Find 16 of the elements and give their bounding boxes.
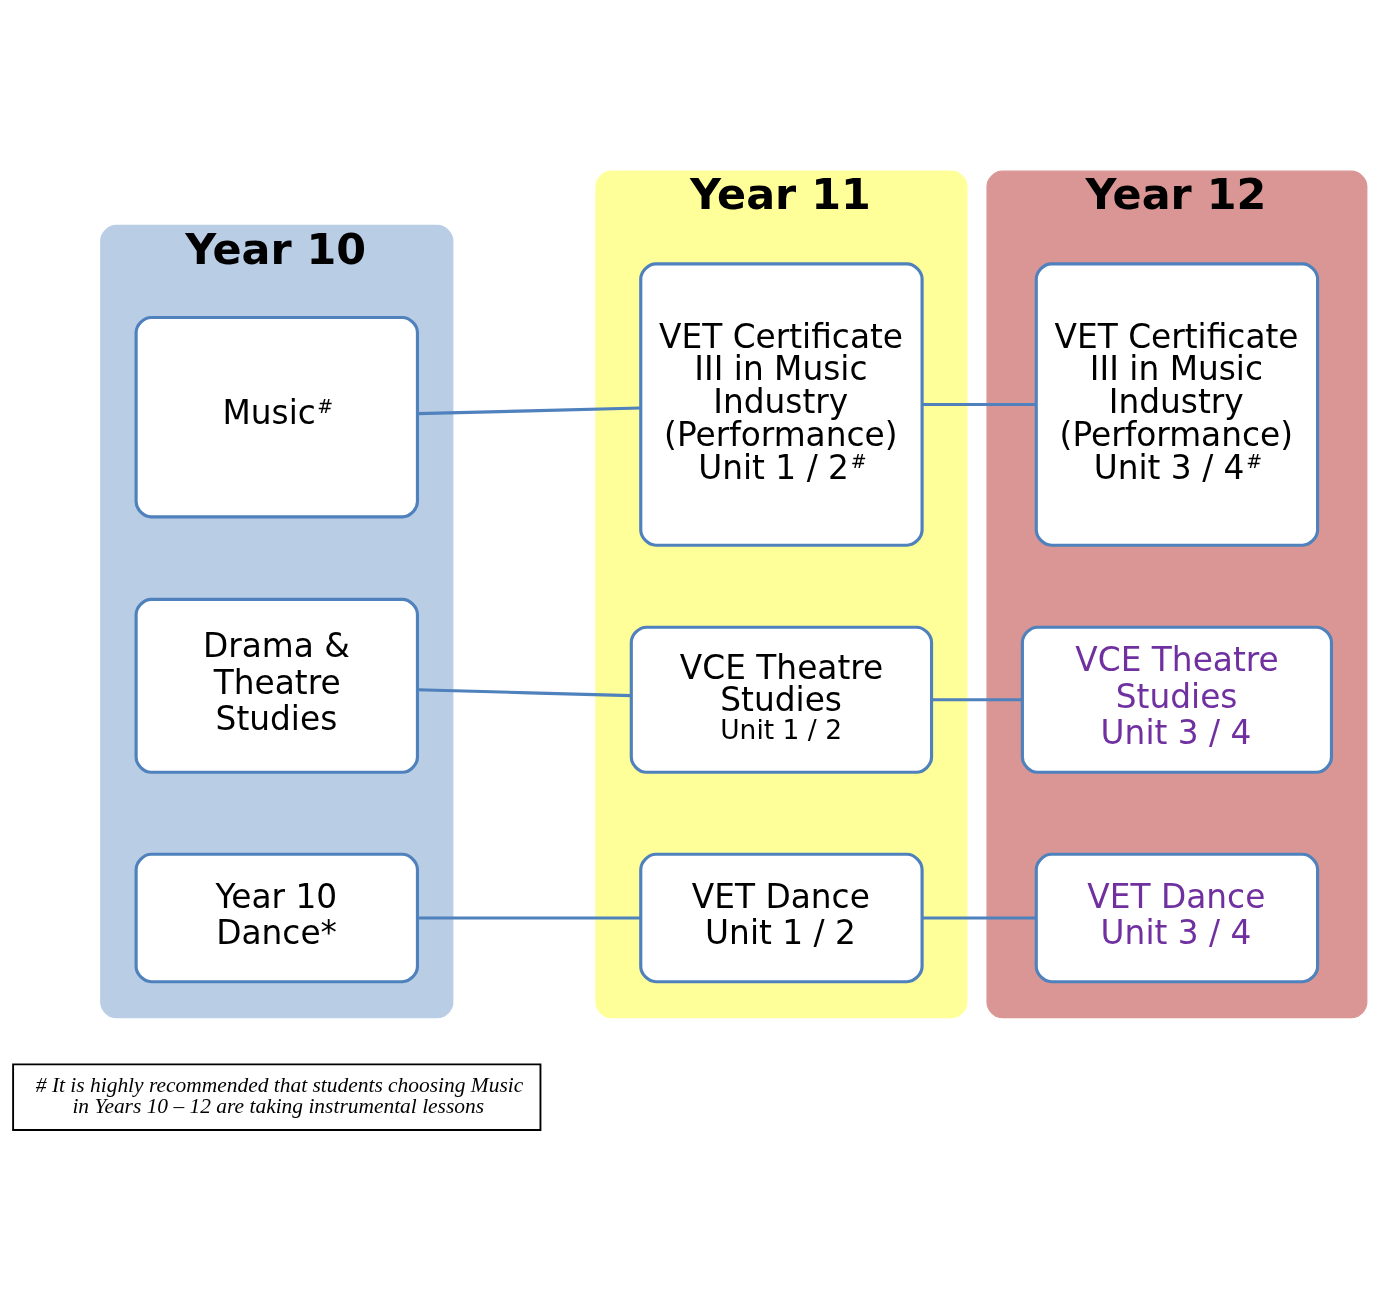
node-box: Year 10 Dance*: [134, 852, 420, 984]
connector: [931, 698, 1023, 702]
node-box: VET Certificate III in Music Industry (Performance) Unit 3 / 4$^{#}$: [1034, 262, 1320, 547]
node-box: VET Certificate III in Music Industry (Performance) Unit 1 / 2$^{#}$: [639, 262, 924, 547]
node-box: VET Dance Unit 1 / 2: [639, 852, 924, 984]
node-box: VCE Theatre Studies Unit 3 / 4: [1020, 625, 1334, 774]
connector: [922, 402, 1037, 407]
node-box: VET Dance Unit 3 / 4: [1034, 852, 1320, 984]
connector: [417, 916, 641, 920]
connector: [417, 406, 641, 416]
connector: [922, 916, 1037, 920]
connector: [417, 688, 632, 698]
node-box: # It is highly recommended that students choosing Music in Years 10 – 12 are taking instrumental lessons: [12, 1063, 542, 1131]
node-box: Music$^{#}$: [134, 315, 420, 519]
node-box: VCE Theatre Studies Unit 1 / 2: [629, 625, 934, 774]
node-box: Drama & Theatre Studies: [134, 597, 420, 774]
